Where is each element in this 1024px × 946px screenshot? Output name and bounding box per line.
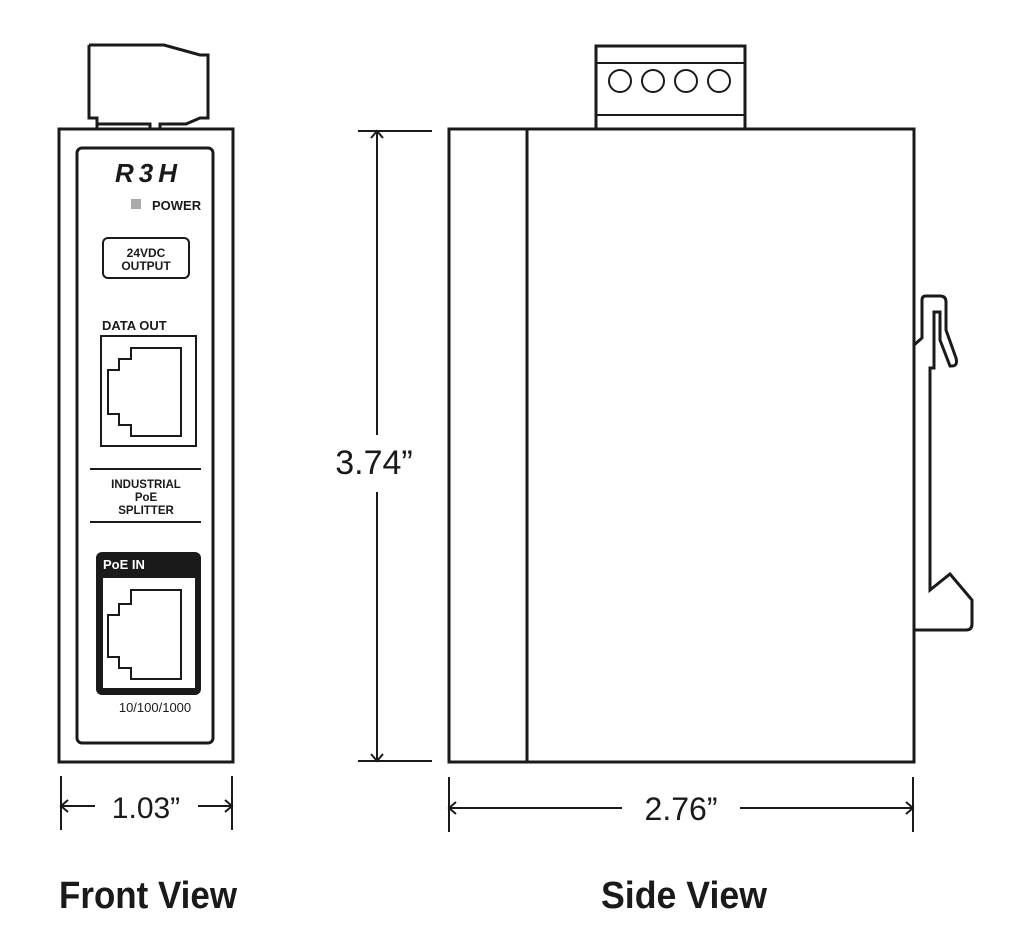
front-view: R3H POWER 24VDC OUTPUT DATA OUT INDUSTRI… [57,43,237,917]
power-label: POWER [152,198,202,213]
logo: R3H [115,158,178,188]
poe-in-label: PoE IN [103,557,145,572]
width-dimension: 1.03” [112,792,180,825]
output-label-line2: OUTPUT [121,259,171,273]
front-view-title: Front View [59,875,237,917]
front-panel [75,146,215,745]
data-out-port [100,335,197,447]
din-rail-clip [913,294,974,632]
height-dimension: 3.74” [335,444,413,482]
dimension-arrow [447,801,915,815]
front-body [57,127,235,764]
terminal-screw [707,69,731,93]
product-line2: PoE [135,492,158,504]
product-line3: SPLITTER [118,505,174,517]
product-line1: INDUSTRIAL [111,479,181,491]
terminal-connector [87,43,210,129]
rj45-icon [107,347,182,437]
poe-in-port [103,578,195,688]
dimension-arrow [370,129,384,763]
terminal-block [594,44,747,131]
depth-dimension: 2.76” [645,791,718,827]
output-label-box [102,237,190,279]
power-led [131,199,141,209]
data-out-label: DATA OUT [102,318,167,333]
output-label-line1: 24VDC [127,246,166,260]
terminal-screw [674,69,698,93]
dimension-arrow [59,799,234,813]
side-view: 3.74” 2.76” Side View [335,44,974,917]
terminal-screw [608,69,632,93]
side-body [447,127,916,764]
side-view-title: Side View [601,875,767,917]
rj45-icon [107,589,182,680]
terminal-screw [641,69,665,93]
speed-label: 10/100/1000 [119,700,191,715]
